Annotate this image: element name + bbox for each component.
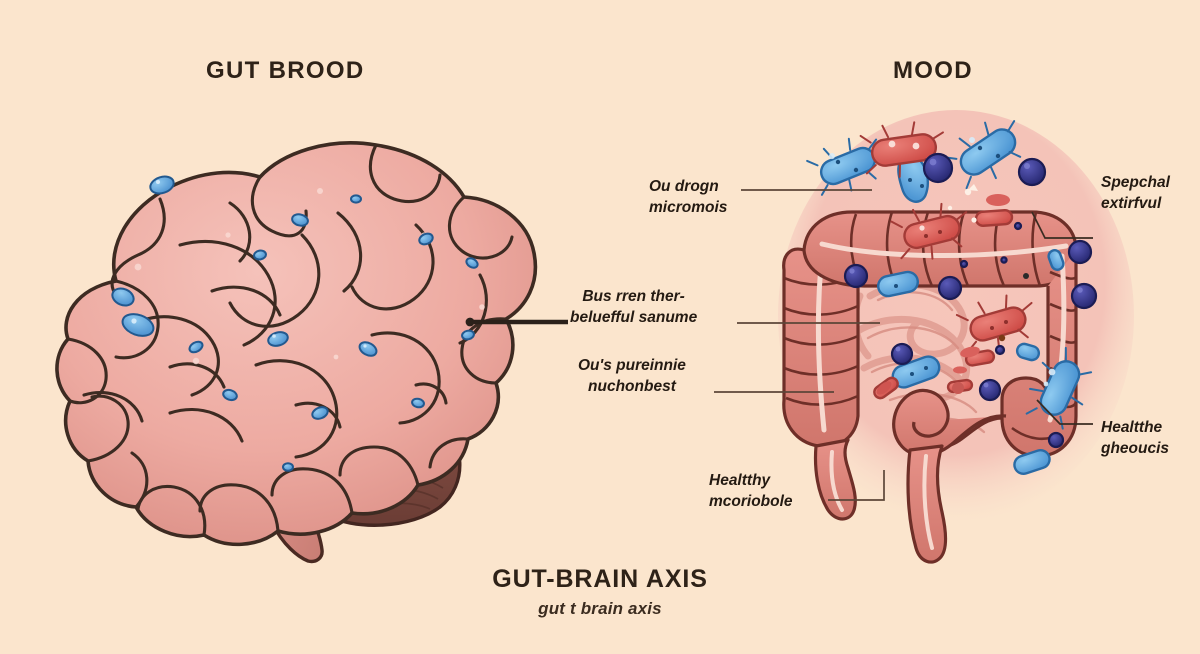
callout-ous-pureinnie-line2: nuchonbest (588, 378, 676, 396)
gut-blue-rods (819, 128, 1081, 475)
heading-mood: MOOD (893, 57, 973, 84)
gut-blue-rod-flagella (806, 120, 1093, 430)
callout-healtthe-gheoucis: Healtthe gheoucis (1101, 417, 1169, 460)
callout-healtthe-line1: Healtthe (1101, 419, 1163, 436)
callout-spepchal-extirfvul: Spepchal extirfvul (1101, 172, 1170, 215)
callout-gut-dragon: Ou drogn micromois (649, 176, 727, 219)
callout-healthy-mcoriobole-line1: Healtthy (709, 472, 771, 489)
brain-bacteria-group (111, 175, 479, 472)
callout-ous-pureinnie-line1: Ou's pureinnie (578, 357, 686, 374)
brain-bacteria-highlights (131, 180, 367, 348)
gut-illustration (778, 110, 1134, 564)
heading-gut-brood: GUT BROOD (206, 57, 365, 84)
footer-title: GUT-BRAIN AXIS (492, 565, 708, 593)
callout-gut-dragon-line1: Ou drogn (649, 178, 719, 195)
callout-spepchal-line1: Spepchal (1101, 174, 1170, 191)
callout-bus-rren-line1: Bus rren ther- (582, 288, 685, 305)
callout-bus-rren: Bus rren ther- beluefful sanume (570, 286, 697, 329)
callout-gut-dragon-line2: micromois (649, 199, 728, 217)
gut-red-rods (870, 133, 1027, 400)
callout-healtthe-line2: gheoucis (1101, 440, 1170, 458)
callout-bus-rren-line2: beluefful sanume (570, 309, 698, 327)
gut-cocci-highlights (849, 158, 1083, 388)
callout-spepchal-line2: extirfvul (1101, 195, 1162, 213)
footer-subtitle: gut t brain axis (538, 598, 662, 618)
footer-title-block: GUT-BRAIN AXIS gut t brain axis (0, 565, 1200, 619)
large-intestine (782, 210, 1078, 564)
gut-debris (876, 184, 1029, 395)
callout-ous-pureinnie: Ou's pureinnie nuchonbest (578, 355, 686, 398)
brain-illustration (55, 141, 538, 564)
callout-healthy-mcoriobole: Healtthy mcoriobole (709, 470, 793, 513)
gut-cocci (843, 152, 1098, 449)
gut-red-rod-flagella (859, 121, 1033, 353)
callout-healthy-mcoriobole-line2: mcoriobole (709, 493, 793, 511)
cerebrum (55, 141, 538, 547)
